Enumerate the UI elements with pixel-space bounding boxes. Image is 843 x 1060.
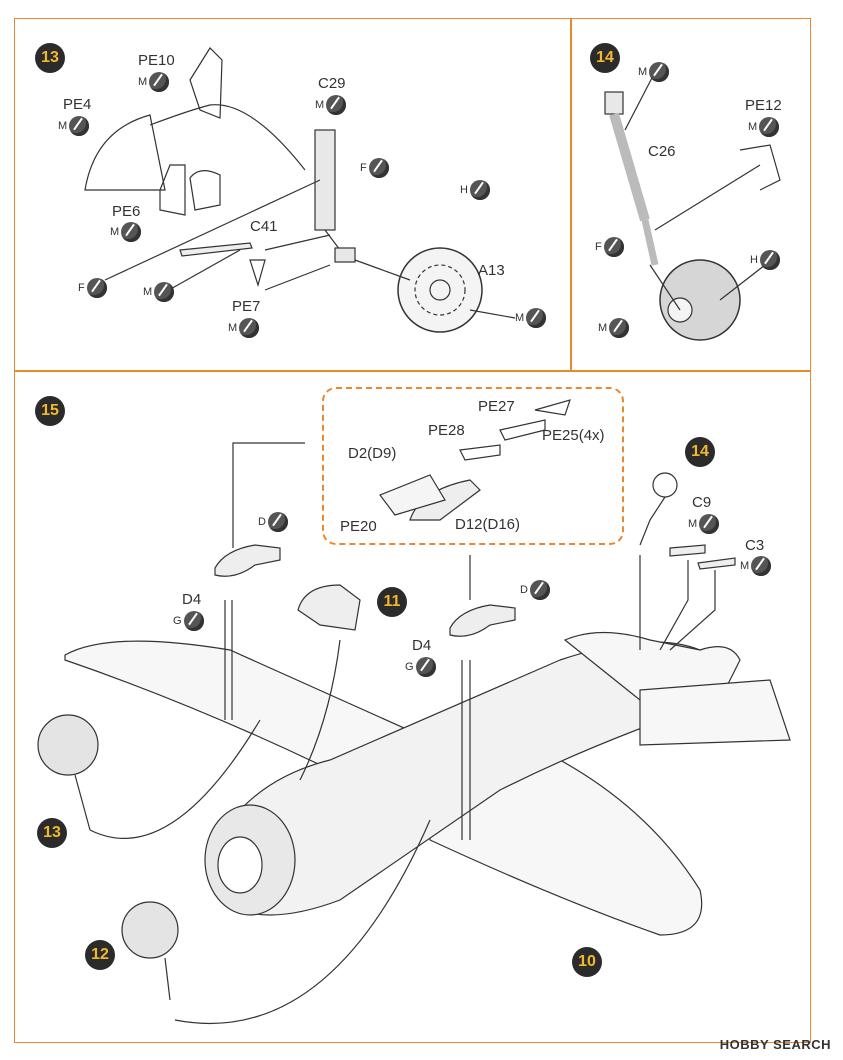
- marker-c26-top: M: [638, 62, 670, 82]
- paint-marker-icon: [415, 657, 436, 677]
- ref-step-14: 14: [685, 437, 715, 467]
- marker-pe7: M: [228, 318, 260, 338]
- paint-marker-icon: [699, 514, 720, 534]
- part-pe6-shape: [159, 164, 221, 216]
- paint-marker-icon: [69, 116, 90, 136]
- label-c41: C41: [250, 218, 278, 235]
- marker-h-tire: H: [750, 250, 780, 270]
- label-pe27: PE27: [478, 398, 515, 415]
- marker-f-gear: F: [595, 237, 624, 257]
- paint-marker-icon: [526, 308, 547, 328]
- marker-c29: M: [315, 95, 347, 115]
- marker-c9: M: [688, 514, 720, 534]
- marker-d-right: D: [520, 580, 550, 600]
- label-pe6: PE6: [112, 203, 141, 220]
- paint-marker-icon: [183, 611, 204, 631]
- label-pe20: PE20: [340, 518, 377, 535]
- paint-marker-icon: [529, 580, 550, 600]
- label-c3: C3: [745, 537, 765, 554]
- paint-marker-icon: [239, 318, 260, 338]
- paint-marker-icon: [149, 72, 170, 92]
- inset-bomb-assembly: [322, 387, 624, 545]
- paint-marker-icon: [759, 250, 780, 270]
- marker-g-left: G: [173, 611, 204, 631]
- label-d2: D2(D9): [348, 445, 397, 462]
- ref-step-11: 11: [377, 587, 407, 617]
- ref-step-10: 10: [572, 947, 602, 977]
- label-pe12: PE12: [745, 97, 782, 114]
- bomb-left: [214, 544, 281, 577]
- marker-pe4: M: [58, 116, 90, 136]
- step-15-badge: 15: [35, 396, 65, 426]
- marker-pe10: M: [138, 72, 170, 92]
- part-pe10-shape: [189, 47, 223, 119]
- part-pe4-shape: [84, 114, 166, 191]
- paint-marker-icon: [609, 318, 630, 338]
- paint-marker-icon: [121, 222, 142, 242]
- label-d12: D12(D16): [455, 516, 521, 533]
- part-c9-shape: [669, 544, 706, 557]
- paint-marker-icon: [603, 237, 624, 257]
- part-pe12-shape: [739, 144, 781, 191]
- label-d4-right: D4: [412, 637, 432, 654]
- marker-c3: M: [740, 556, 772, 576]
- part-c41-shape: [179, 242, 253, 257]
- part-pe7-shape: [249, 259, 266, 288]
- watermark: HOBBY SEARCH: [719, 1037, 831, 1052]
- part-c29-shape: [314, 129, 336, 231]
- paint-marker-icon: [759, 117, 780, 137]
- paint-marker-icon: [154, 282, 175, 302]
- label-pe10: PE10: [138, 52, 175, 69]
- step-13-badge: 13: [35, 43, 65, 73]
- paint-marker-icon: [649, 62, 670, 82]
- marker-c41: M: [143, 282, 175, 302]
- label-d4-left: D4: [182, 591, 202, 608]
- step-14-badge: 14: [590, 43, 620, 73]
- paint-marker-icon: [469, 180, 490, 200]
- marker-f-strut: F: [360, 158, 389, 178]
- label-a13: A13: [478, 262, 505, 279]
- part-a13-wheel: [397, 247, 483, 333]
- gear-left-wheel: [37, 714, 99, 776]
- gear-front-wheel: [121, 901, 179, 959]
- label-c29: C29: [318, 75, 346, 92]
- paint-marker-icon: [326, 95, 347, 115]
- paint-marker-icon: [368, 158, 389, 178]
- main-wheel-shape: [659, 259, 741, 341]
- airplane-stabilizer: [639, 679, 791, 746]
- ref-step-13: 13: [37, 818, 67, 848]
- marker-gear-bottom: M: [598, 318, 630, 338]
- paint-marker-icon: [751, 556, 772, 576]
- marker-d-left: D: [258, 512, 288, 532]
- label-c26: C26: [648, 143, 676, 160]
- label-pe4: PE4: [63, 96, 92, 113]
- marker-f-left: F: [78, 278, 107, 298]
- marker-pe12: M: [748, 117, 780, 137]
- panel-step-13: [14, 18, 571, 371]
- label-pe7: PE7: [232, 298, 261, 315]
- part-c26-shape: [604, 91, 624, 115]
- ref-step-12: 12: [85, 940, 115, 970]
- marker-a13: M: [515, 308, 547, 328]
- panel-step-14: [571, 18, 811, 371]
- paint-marker-icon: [86, 278, 107, 298]
- panel-step-15: [14, 371, 811, 1043]
- marker-pe6: M: [110, 222, 142, 242]
- paint-marker-icon: [267, 512, 288, 532]
- label-pe25: PE25(4x): [542, 427, 605, 444]
- marker-g-right: G: [405, 657, 436, 677]
- airplane-wing-right: [429, 759, 703, 936]
- part-step11-shield: [297, 584, 361, 631]
- part-c3-shape: [697, 557, 736, 570]
- bomb-right: [449, 604, 516, 637]
- label-c9: C9: [692, 494, 712, 511]
- marker-h-wheel: H: [460, 180, 490, 200]
- label-pe28: PE28: [428, 422, 465, 439]
